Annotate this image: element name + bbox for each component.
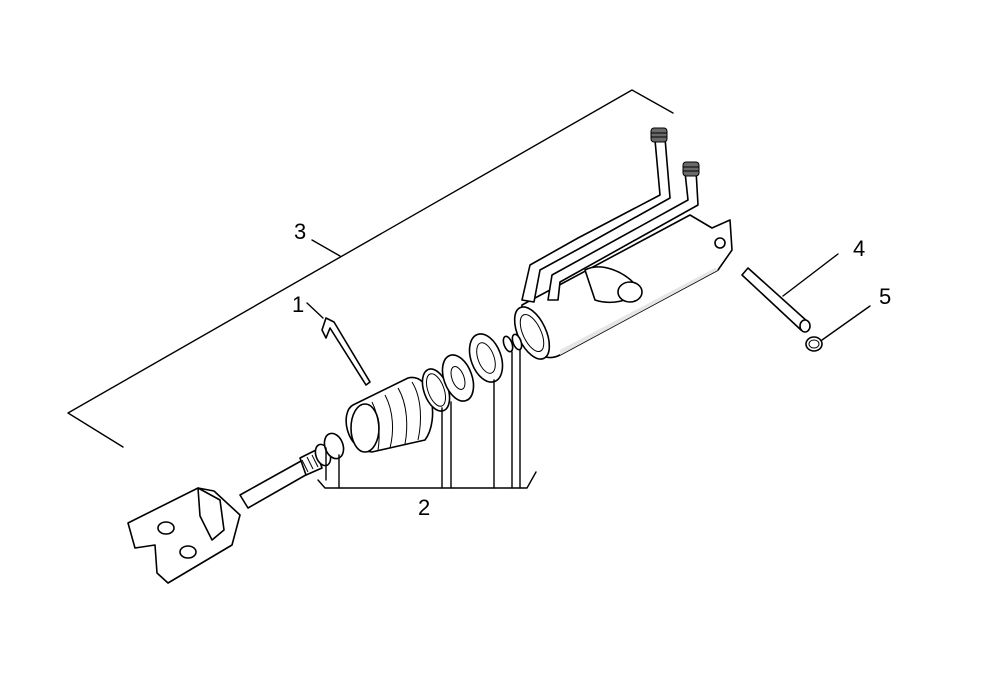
callout-2: 2 <box>418 495 430 520</box>
callout-4: 4 <box>853 236 865 261</box>
pipe-fitting-1 <box>650 127 668 143</box>
leader-1 <box>306 302 324 319</box>
callout-5: 5 <box>879 284 891 309</box>
locking-pin <box>321 317 371 386</box>
piston <box>345 376 434 453</box>
pipe-fitting-2 <box>682 161 700 177</box>
clevis <box>127 487 241 584</box>
cylinder-body <box>513 127 733 360</box>
piston-rod <box>239 449 323 509</box>
pin <box>741 267 811 333</box>
assembly-bracket <box>67 89 674 448</box>
seal-ring-3 <box>468 333 504 383</box>
callout-1: 1 <box>292 292 304 317</box>
callout-3: 3 <box>294 219 306 244</box>
o-ring-1 <box>502 335 514 353</box>
seal-group-bracket <box>317 349 537 489</box>
leader-4 <box>782 253 839 297</box>
leader-5 <box>821 305 871 341</box>
leader-3 <box>311 239 341 257</box>
rod-washer <box>314 432 345 467</box>
seal-ring-2 <box>441 354 475 402</box>
circlip <box>805 336 823 352</box>
